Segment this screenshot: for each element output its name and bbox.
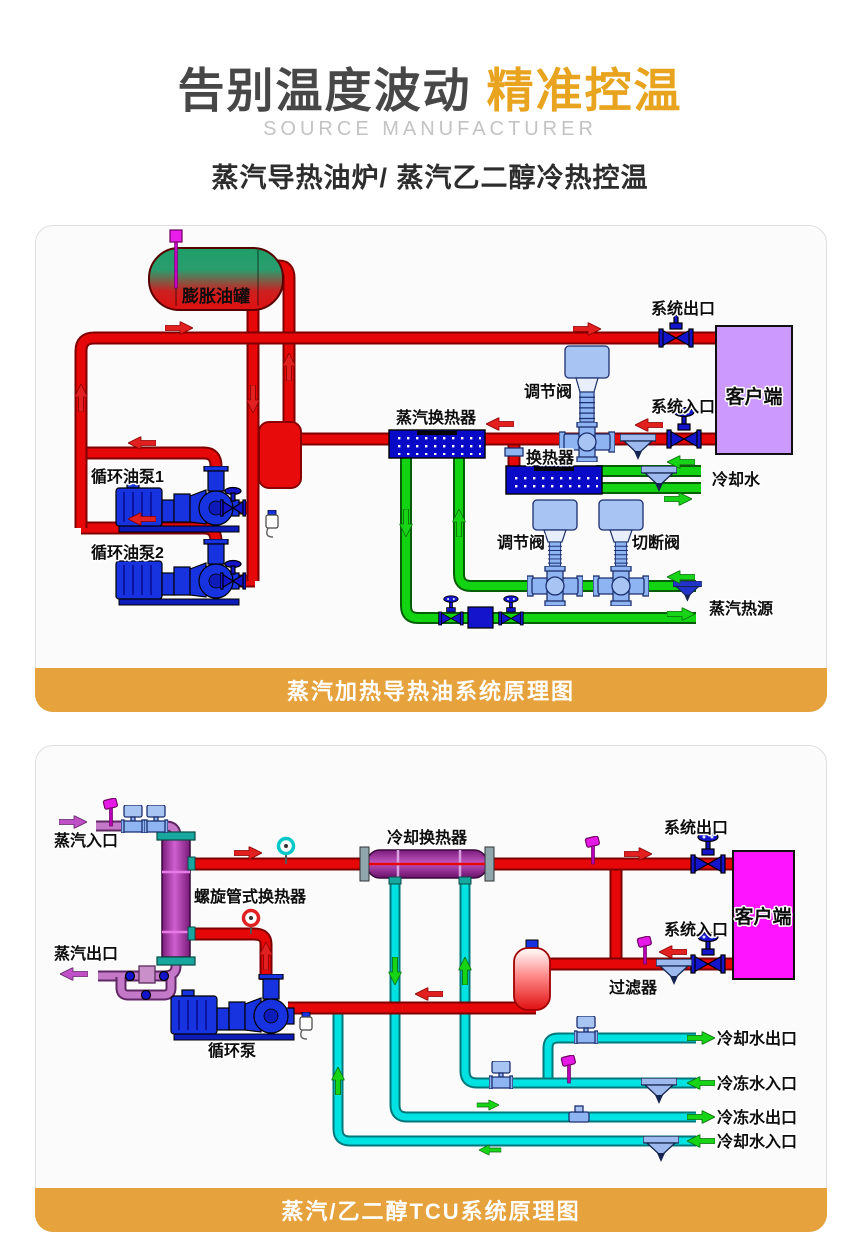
drain-instrument-icon	[299, 1012, 313, 1040]
spiral-hx-label: 螺旋管式换热器	[194, 887, 307, 906]
heat-exchanger	[504, 447, 603, 495]
flange-icon	[504, 447, 524, 457]
pump1-label: 循环油泵1	[91, 467, 164, 486]
cooling-water-inlet-label: 冷却水入口	[717, 1132, 797, 1151]
client-label: 客户端	[725, 385, 782, 408]
filter-strainer-icon	[656, 959, 692, 986]
chilled-water-outlet-valve-icon	[568, 1105, 590, 1123]
glycol-tank	[513, 939, 551, 1011]
client-box	[732, 850, 795, 980]
steam-trap-group	[124, 965, 170, 1001]
system-inlet-label: 系统入口	[651, 397, 715, 416]
chilled-water-inlet-label: 冷冻水入口	[717, 1074, 797, 1093]
pressure-gauge-icon	[241, 908, 261, 934]
regulating-valve-top	[559, 345, 615, 462]
pipe-condensate-line	[402, 454, 696, 622]
flow-arrow	[59, 815, 87, 829]
steam-inlet-valve-icon	[121, 805, 145, 833]
pipe-chilled-water-inlet	[461, 879, 696, 1087]
steam-source-label: 蒸汽热源	[709, 599, 773, 618]
pump-label: 循环泵	[208, 1041, 256, 1060]
cooling-water-label: 冷却水	[712, 470, 761, 489]
flow-arrow	[659, 945, 687, 959]
regulating-valve-top-label: 调节阀	[524, 382, 572, 401]
flow-arrow	[60, 967, 88, 981]
filter-label: 过滤器	[609, 978, 658, 997]
cutoff-valve-label: 切断阀	[632, 533, 680, 552]
pump2-label: 循环油泵2	[91, 543, 164, 562]
cooling-water-outlet-valve-icon	[574, 1016, 598, 1044]
flow-arrow	[664, 492, 692, 506]
strainer-icon	[620, 434, 656, 461]
regulating-valve-bottom-label: 调节阀	[497, 533, 545, 552]
title-dark: 告别温度波动	[177, 64, 472, 117]
steam-inlet-valve-icon	[144, 805, 168, 833]
expansion-tank: 膨胀油罐	[148, 229, 284, 311]
diagram-steam-thermal-oil: 膨胀油罐	[35, 225, 827, 712]
steam-trap-icon	[467, 606, 494, 629]
chilled-water-outlet-label: 冷冻水出口	[717, 1108, 797, 1127]
cooling-water-strainer-icon	[643, 1136, 679, 1163]
client-label: 客户端	[734, 905, 791, 928]
regulating-valve-bottom	[527, 499, 583, 606]
diagram-steam-glycol-tcu: 蒸汽入口 螺旋管式换热器 蒸汽出口 冷却换热器 系统出口 客户端 系统入口 过滤…	[35, 745, 827, 1232]
steam-heat-exchanger	[388, 429, 486, 459]
pipe-cooling-water-inlet	[334, 1012, 696, 1145]
chilled-water-inlet-valve-icon	[489, 1061, 513, 1089]
pressure-gauge-icon	[276, 836, 296, 864]
expansion-tank-label: 膨胀油罐	[182, 286, 250, 306]
diagram1-caption: 蒸汽加热导热油系统原理图	[35, 668, 827, 712]
steam-thermal-oil-schematic: 膨胀油罐	[74, 229, 793, 629]
hx-label: 换热器	[526, 448, 575, 467]
chilled-water-strainer-icon	[641, 1078, 677, 1105]
circulation-pump-icon	[170, 974, 295, 1041]
subtitle-en: SOURCE MANUFACTURER	[263, 118, 597, 140]
system-outlet-label: 系统出口	[664, 818, 728, 837]
flow-arrow	[635, 418, 663, 432]
title-accent: 精准控温	[486, 64, 683, 117]
cooling-water-outlet-label: 冷却水出口	[717, 1029, 797, 1048]
flow-arrow	[415, 987, 443, 1001]
oil-heater-vessel	[258, 421, 302, 489]
steam-hx-label: 蒸汽换热器	[396, 408, 477, 427]
page-title: 告别温度波动 精准控温	[0, 52, 860, 121]
pipe-pump-discharge-riser	[191, 929, 271, 980]
steam-outlet-label: 蒸汽出口	[54, 944, 118, 963]
cooling-heat-exchanger	[359, 846, 495, 885]
pipe-cooling-water-outlet	[544, 1034, 696, 1084]
steam-inlet-label: 蒸汽入口	[54, 831, 118, 850]
spiral-heat-exchanger	[156, 831, 196, 966]
cooling-hx-label: 冷却换热器	[387, 828, 468, 847]
pipe-steam-supply-line	[455, 454, 696, 590]
pipe-chilled-water-outlet	[391, 879, 696, 1121]
system-outlet-label: 系统出口	[651, 299, 715, 318]
diagram2-caption: 蒸汽/乙二醇TCU系统原理图	[35, 1188, 827, 1232]
pipe-hot-oil-supply	[76, 333, 716, 528]
steam-glycol-tcu-schematic: 蒸汽入口 螺旋管式换热器 蒸汽出口 冷却换热器 系统出口 客户端 系统入口 过滤…	[53, 798, 799, 1163]
flow-arrow	[486, 417, 514, 431]
client-box	[715, 325, 793, 455]
tank-level-sensor-icon	[169, 229, 183, 289]
cutoff-valve	[593, 499, 649, 606]
flow-arrow	[476, 1099, 500, 1111]
pipe-pump1-suction	[81, 448, 221, 484]
subtitle-cn: 蒸汽导热油炉/ 蒸汽乙二醇冷热控温	[211, 163, 649, 193]
level-instrument-icon	[265, 510, 279, 538]
system-inlet-label: 系统入口	[664, 920, 728, 939]
